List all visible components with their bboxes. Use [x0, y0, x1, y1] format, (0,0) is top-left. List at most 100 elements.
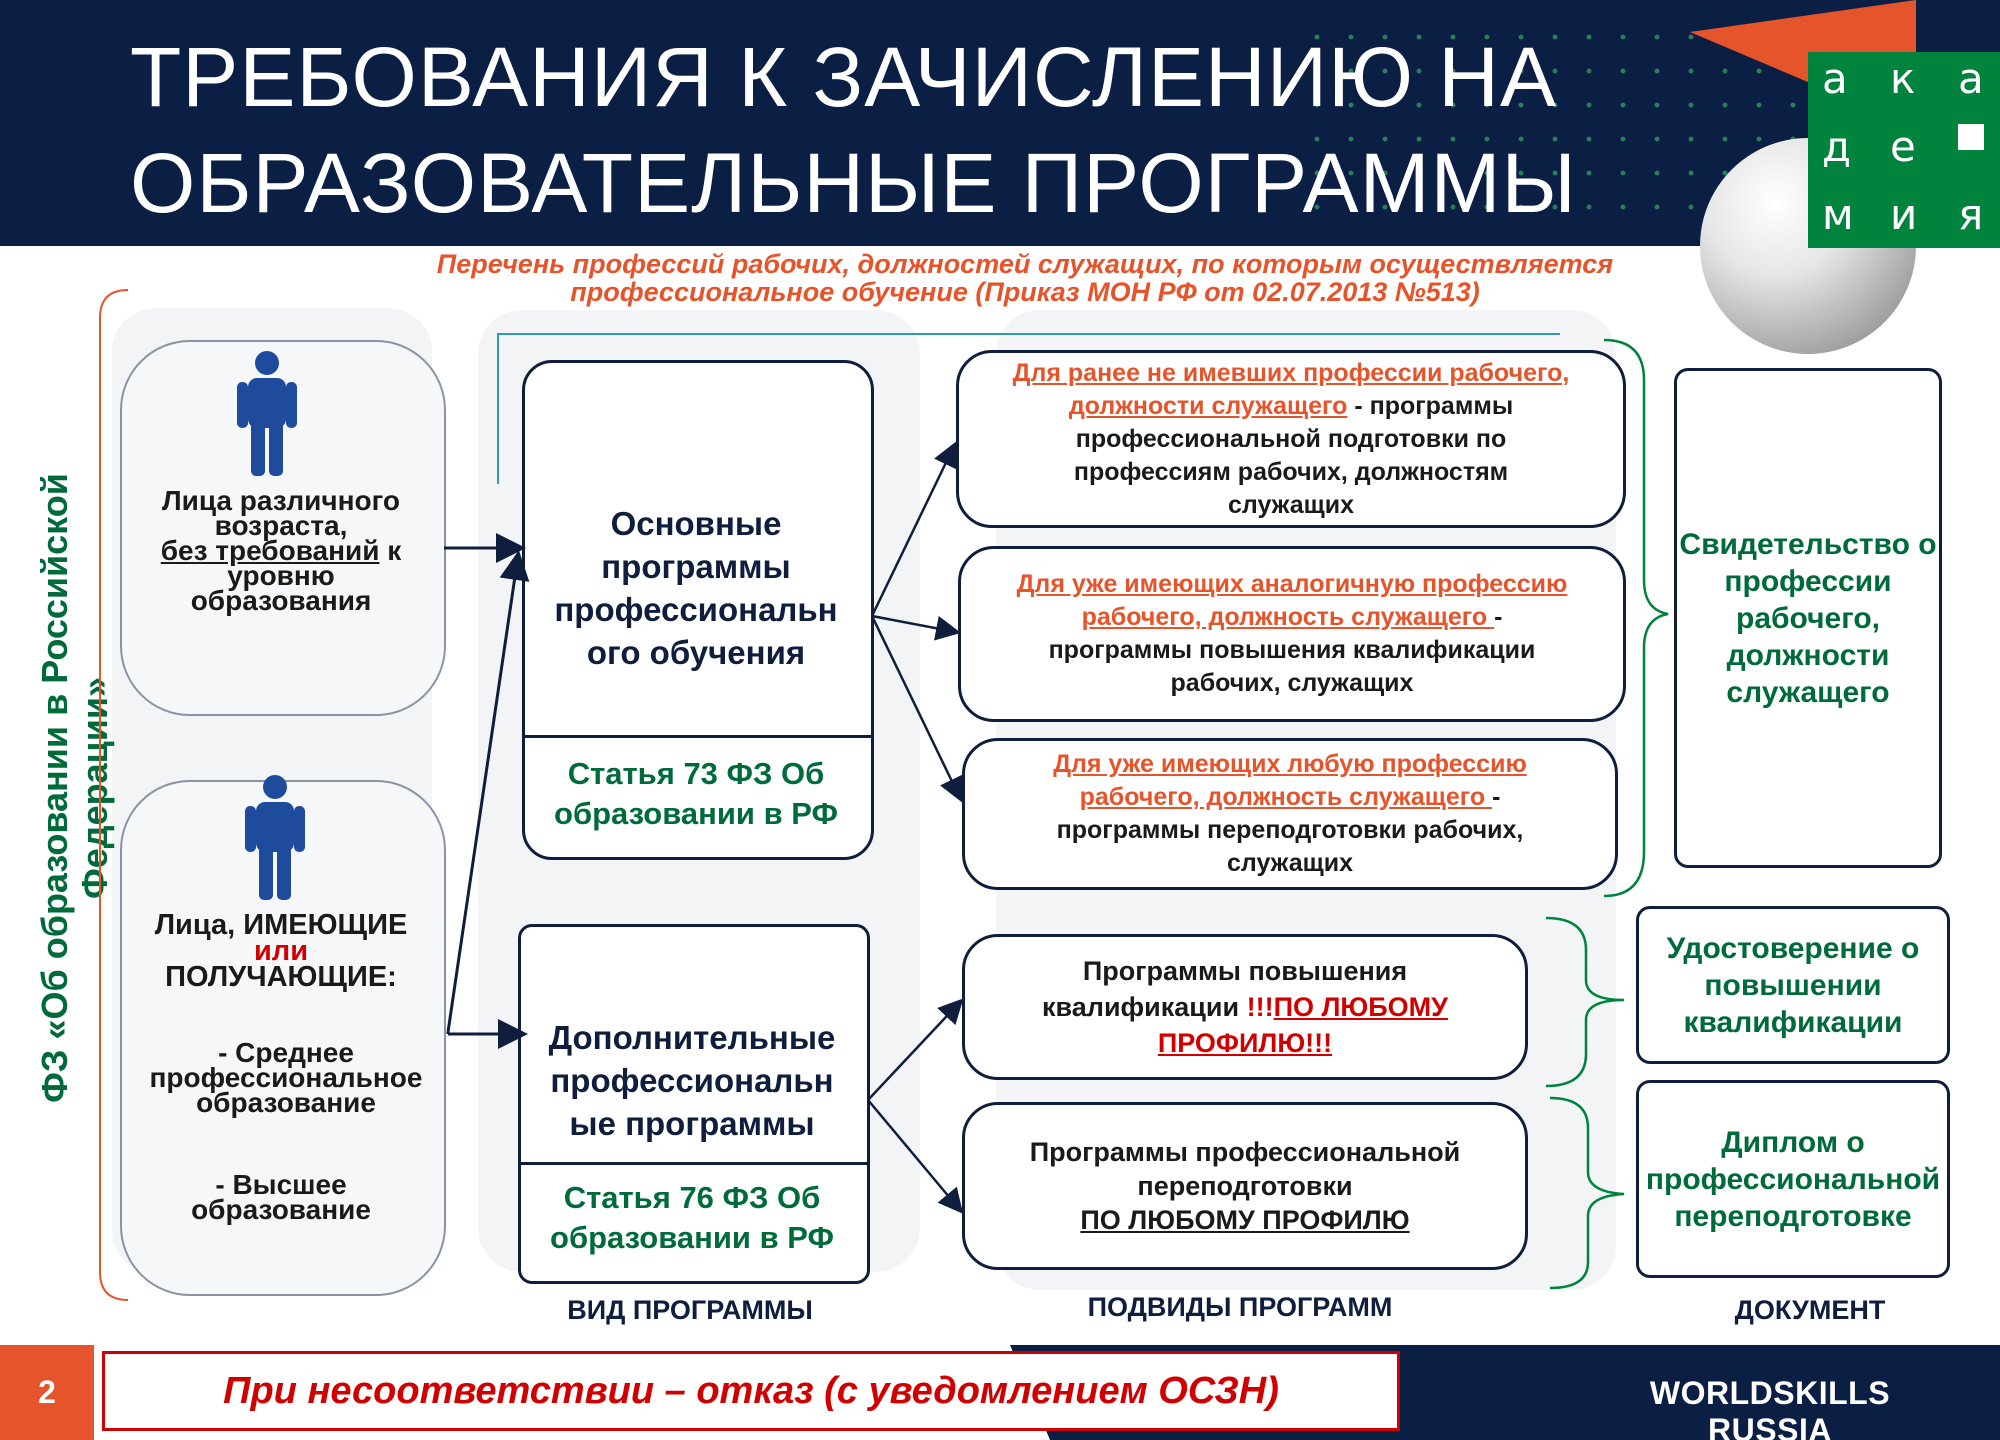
article-line: Статья 76 ФЗ Об	[563, 1180, 821, 1215]
main-program-title: Основные программы профессиональн ого об…	[526, 502, 866, 674]
rejection-warning: При несоответствии – отказ (с уведомлени…	[102, 1351, 1400, 1431]
additional-program-title: Дополнительные профессиональн ые програм…	[522, 1016, 862, 1145]
exclamation-text: !!!	[1246, 992, 1274, 1022]
person-text-line: профессиональное	[149, 1062, 423, 1093]
subtype-retraining: Для уже имеющих любую профессию рабочего…	[962, 738, 1618, 890]
person-text-line: образование	[196, 1087, 376, 1118]
slide-title-line-2: ОБРАЗОВАТЕЛЬНЫЕ ПРОГРАММЫ	[130, 136, 1577, 230]
subtype-text-fragment: квалификации	[1042, 992, 1247, 1022]
subtype-professional-retraining: Программы профессиональной переподготовк…	[962, 1102, 1528, 1270]
document-retraining-diploma: Диплом о профессиональной переподготовке	[1636, 1080, 1950, 1278]
page-number: 2	[0, 1345, 94, 1440]
additional-program-box	[518, 924, 870, 1284]
or-text: или	[253, 935, 309, 967]
document-text-line: квалификации	[1683, 1005, 1903, 1039]
subtype-text-fragment: -	[1492, 783, 1501, 811]
person-text-fragment: к	[379, 535, 402, 566]
article-line: образовании в РФ	[550, 1220, 834, 1255]
person-text-line: Лица, ИМЕЮЩИЕ	[126, 909, 436, 941]
slide-title-line-1: ТРЕБОВАНИЯ К ЗАЧИСЛЕНИЮ НА	[130, 30, 1557, 124]
subtype-condition-text: рабочего, должность служащего	[1081, 603, 1495, 631]
subtype-text-line: рабочего, должность служащего -	[1080, 781, 1501, 814]
program-title-line: ого обучения	[586, 634, 806, 671]
person-text-line: уровню	[227, 560, 335, 591]
document-text-line: служащего	[1726, 675, 1890, 709]
logo-letter: а	[1958, 54, 1984, 103]
article-73-label: Статья 73 ФЗ Об образовании в РФ	[526, 754, 866, 834]
additional-program-divider	[518, 1162, 870, 1165]
column-head-program-type: ВИД ПРОГРАММЫ	[567, 1295, 813, 1325]
arrow-main-to-sub1	[870, 441, 957, 617]
program-title-line: профессиональн	[550, 1062, 834, 1099]
academy-logo: а к а д е м и я	[1808, 52, 2000, 248]
column-head-subtypes: ПОДВИДЫ ПРОГРАММ	[1087, 1292, 1393, 1322]
document-text-line: Свидетельство о	[1679, 527, 1937, 561]
arrow-main-to-sub3	[870, 615, 963, 803]
person-text-line: - Среднее	[218, 1037, 354, 1068]
person-any-age-text: Лица различного возраста, без требований…	[126, 485, 436, 615]
person-text-line: - Высшее	[215, 1169, 347, 1200]
person-text-line: образование	[191, 1194, 371, 1225]
program-title-line: Дополнительные	[548, 1019, 836, 1056]
arrow-additional-to-sub5	[867, 1099, 964, 1214]
footer: 2 При несоответствии – отказ (с уведомле…	[0, 1345, 2000, 1440]
logo-letter: а	[1822, 54, 1848, 103]
subtype-text-line: рабочих, служащих	[1170, 669, 1414, 697]
subtype-text-line: квалификации !!!ПО ЛЮБОМУ	[1042, 989, 1448, 1025]
logo-letter: и	[1890, 190, 1918, 239]
subtype-vocational-training: Для ранее не имевших профессии рабочего,…	[956, 350, 1626, 528]
program-title-line: ые программы	[569, 1105, 815, 1142]
subtype-condition-text: рабочего, должность служащего	[1079, 783, 1493, 811]
logo-letter: м	[1822, 190, 1854, 239]
brace-qualification	[1545, 916, 1625, 1088]
document-text-line: повышении	[1704, 968, 1882, 1002]
subtype-text-fragment: -	[1494, 603, 1503, 631]
subtype-text-line: программы переподготовки рабочих,	[1056, 816, 1524, 844]
document-text-line: должности	[1726, 638, 1890, 672]
person-icon	[237, 351, 297, 476]
order-subtitle-line-2: профессиональное обучение (Приказ МОН РФ…	[570, 277, 1480, 307]
subtype-text-line: служащих	[1228, 490, 1354, 519]
document-text-line: Диплом о	[1721, 1125, 1865, 1159]
worldskills-brand: WORLDSKILLS RUSSIA	[1649, 1375, 1891, 1440]
receiving-text: ПОЛУЧАЮЩИЕ:	[165, 961, 397, 993]
subtype-text-line: Программы повышения	[1082, 956, 1408, 986]
arrow-additional-to-sub4	[867, 998, 964, 1101]
logo-letter: е	[1890, 122, 1916, 171]
arrow-main-to-sub2	[871, 614, 961, 641]
article-line: образовании в РФ	[554, 796, 838, 831]
subtype-text-line: рабочего, должность служащего -	[1082, 601, 1503, 634]
subtype-text-line: служащих	[1227, 849, 1353, 877]
program-title-line: Основные	[610, 505, 782, 542]
arrow-person2-to-main	[446, 550, 530, 1033]
logo-letter: я	[1958, 190, 1984, 239]
subtype-advanced-training: Для уже имеющих аналогичную профессию ра…	[958, 546, 1626, 722]
law-bracket	[99, 289, 129, 1301]
subtype-condition-text: Для уже имеющих аналогичную профессию	[1016, 570, 1568, 598]
article-line: Статья 73 ФЗ Об	[567, 756, 825, 791]
slide-title: ТРЕБОВАНИЯ К ЗАЧИСЛЕНИЮ НА ОБРАЗОВАТЕЛЬН…	[130, 24, 1670, 236]
person-text-fragment: Лица,	[154, 909, 244, 941]
person-icon	[245, 775, 305, 900]
subtype-text-line: должности служащего - программы	[1069, 390, 1513, 423]
document-certificate-profession: Свидетельство о профессии рабочего, долж…	[1674, 368, 1942, 868]
having-text: ИМЕЮЩИЕ	[243, 909, 408, 941]
order-subtitle: Перечень профессий рабочих, должностей с…	[340, 250, 1710, 306]
program-title-line: профессиональн	[554, 591, 838, 628]
logo-green-block	[1808, 52, 2000, 248]
document-text-line: профессии	[1724, 564, 1892, 598]
education-item-secondary: - Среднее профессиональное образование	[126, 1037, 446, 1118]
person-text-line: Лица различного	[162, 485, 400, 516]
article-76-label: Статья 76 ФЗ Об образовании в РФ	[522, 1178, 862, 1258]
subtype-text-line: программы повышения квалификации	[1048, 636, 1536, 664]
any-profile-text: ПРОФИЛЮ!!!	[1157, 1028, 1333, 1058]
logo-square-icon	[1958, 124, 1984, 150]
subtype-text-line: профессиям рабочих, должностям	[1073, 457, 1509, 486]
logo-letter: д	[1822, 122, 1852, 171]
main-program-divider	[522, 735, 874, 738]
order-subtitle-line-1: Перечень профессий рабочих, должностей с…	[436, 249, 1614, 279]
subtype-condition-text: Для уже имеющих любую профессию	[1053, 750, 1527, 778]
main-program-box	[522, 360, 874, 860]
program-title-line: программы	[601, 548, 791, 585]
